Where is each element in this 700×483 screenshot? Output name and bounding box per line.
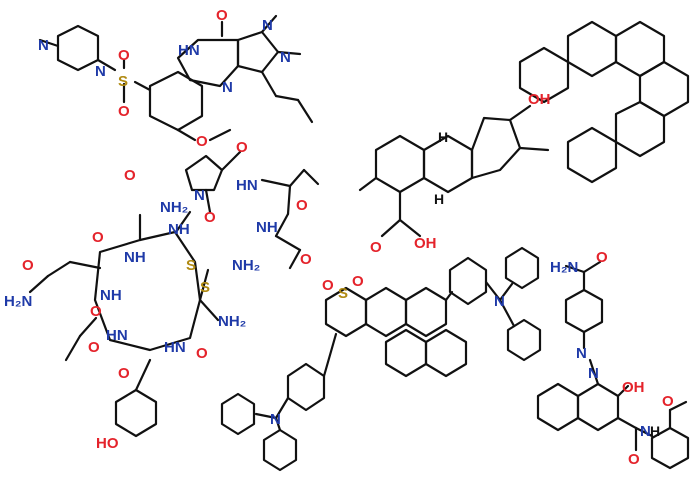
spiro-phenyl-3 [220,392,256,436]
spiro-sulfonyl-oxygen-2: O [352,273,364,290]
peptide-nh2-b: NH₂ [232,257,260,274]
peptide-hn-b: HN [164,339,186,356]
sildenafil-ether-oxygen: O [196,133,208,150]
tyrosine-ring [114,388,158,438]
terpene-hydroxyl: OH [528,91,551,108]
sildenafil-piperazine-ring [56,24,100,72]
peptide-hn-c: HN [106,327,128,344]
spiro-sulfur: S [338,285,348,302]
pah-ring-3 [614,20,666,78]
peptide-sulfur-1: S [186,257,196,274]
sildenafil-pyrazole-n: N [280,49,291,66]
terpene-acid-oh: OH [414,235,437,252]
peptide-o-a: O [124,167,136,184]
spiro-aryl-ring-1 [286,362,326,412]
azo-anilide-n: N [640,423,651,440]
peptide-h2n-a: H₂N [4,293,32,310]
terpene-ring-1 [374,134,426,194]
spiro-fluorene-1 [384,328,428,378]
pah-ring-1 [518,46,570,104]
pah-ring-4 [638,60,690,118]
proline-ring [184,154,224,192]
azo-amide-h2n: H₂N [550,259,578,276]
sildenafil-benzene-ring [148,70,204,132]
peptide-macrocycle [93,230,202,352]
peptide-nh-b: NH [168,221,190,238]
spiro-sulfonyl-oxygen-1: O [322,277,334,294]
peptide-hn-a: HN [236,177,258,194]
spiro-fluorene-2 [424,328,468,378]
peptide-o-b: O [236,139,248,156]
spiro-molecule: S O O N N [220,246,542,472]
peptide-sulfur-2: S [200,279,210,296]
sildenafil-pyrazole-ring [236,30,280,74]
sildenafil-piperazine-n1: N [38,37,49,54]
spiro-triarylamine-n-2: N [270,411,281,428]
peptide-o-k: O [88,339,100,356]
peptide-nh-d: NH [100,287,122,304]
sildenafil-piperazine-n2: N [95,63,106,80]
peptide-o-i: O [196,345,208,362]
pah-ring-2 [566,20,618,78]
azo-naphthol-ring-1 [536,382,580,432]
sildenafil-n-methyl: N [262,17,273,34]
azo-ether-oxygen: O [662,393,674,410]
terpene-acid-oxygen: O [370,239,382,256]
azo-n-1: N [576,345,587,362]
peptide-nh2-a: NH₂ [160,199,188,216]
azo-n-2: N [588,365,599,382]
sildenafil-molecule: O N N HN N N N S O O O [38,7,314,150]
spiro-phenyl-2 [506,318,542,362]
azo-dye-molecule: H₂N O N N OH O O N H [536,249,690,470]
azo-amide-oxygen: O [596,249,608,266]
spiro-aryl-ring-2 [448,256,488,306]
terpene-molecule: OH H H O OH [358,91,551,256]
peptide-proline-n: N [194,187,205,204]
azo-benzamide-ring [564,288,604,334]
sildenafil-pyrimidine-ring [176,38,240,88]
peptide-nh2-c: NH₂ [218,313,246,330]
terpene-h-1: H [438,129,448,145]
pah-ring-6 [566,126,618,184]
peptide-o-e: O [300,251,312,268]
peptide-nh-c: NH [124,249,146,266]
spiro-thioxanthene-mid [364,286,408,338]
peptide-nh-a: NH [256,219,278,236]
azo-anilide-oxygen: O [628,451,640,468]
peptide-o-h: O [90,303,102,320]
peptide-molecule: O NH₂ O N O HN O NH O NH₂ NH O O NH S S … [4,139,320,452]
sildenafil-sulfonyl-oxygen-1: O [118,47,130,64]
sildenafil-sulfur: S [118,73,128,90]
peptide-o-d: O [296,197,308,214]
sildenafil-hn: HN [178,42,200,59]
spiro-phenyl-1 [504,246,540,290]
peptide-o-g: O [22,257,34,274]
spiro-phenyl-4 [262,428,298,472]
sildenafil-ring-n: N [222,79,233,96]
sildenafil-sulfonyl-oxygen-2: O [118,103,130,120]
sildenafil-carbonyl-oxygen: O [216,7,228,24]
pah-ring-5 [614,100,666,158]
tyrosine-hydroxyl: HO [96,435,119,452]
azo-anilide-h: H [650,423,660,439]
azo-naphthol-hydroxyl: OH [622,379,645,396]
spiro-triarylamine-n-1: N [494,293,505,310]
terpene-ring-3 [470,116,522,180]
peptide-o-j: O [118,365,130,382]
spiro-right-ring [404,286,448,338]
peptide-o-f: O [92,229,104,246]
peptide-o-c: O [204,209,216,226]
terpene-h-2: H [434,191,444,207]
azo-naphthol-ring-2 [576,382,620,432]
pah-molecule [518,20,690,184]
